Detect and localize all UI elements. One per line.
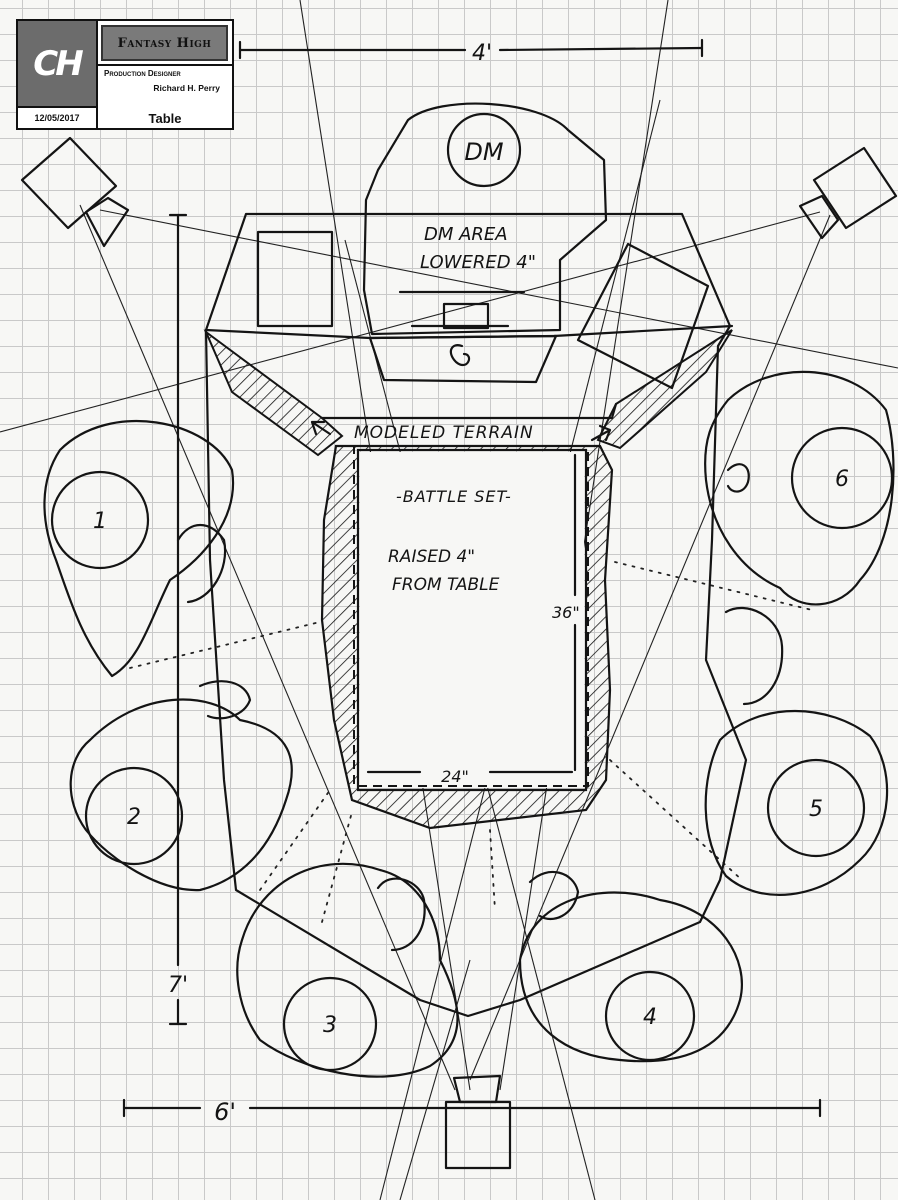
table-width-dimension: 6' bbox=[214, 1098, 236, 1126]
seat-1-label: 1 bbox=[93, 509, 107, 534]
studio-logo: CH bbox=[18, 21, 98, 108]
title-block-divider bbox=[96, 64, 232, 66]
camera-left bbox=[20, 136, 130, 248]
table-length-dimension: 7' bbox=[168, 973, 188, 998]
raised-label: RAISED 4" bbox=[388, 547, 475, 567]
show-title: Fantasy High bbox=[101, 25, 228, 61]
designer-name: Richard H. Perry bbox=[153, 83, 220, 93]
dm-label: DM bbox=[464, 138, 503, 166]
seat-2-label: 2 bbox=[127, 805, 141, 830]
camera-bottom bbox=[444, 1074, 512, 1170]
floor-marks bbox=[129, 561, 813, 923]
seat-4-label: 4 bbox=[643, 1005, 657, 1030]
dm-lowered-label: LOWERED 4" bbox=[420, 252, 536, 273]
sheet-name: Table bbox=[148, 110, 182, 126]
seat-4-cluster bbox=[518, 871, 743, 1063]
title-block: CH Fantasy High Production Designer Rich… bbox=[16, 19, 234, 130]
set-width-dimension: 24" bbox=[441, 767, 469, 786]
seat-6-cluster bbox=[704, 370, 895, 606]
seat-6-label: 6 bbox=[835, 467, 849, 492]
top-width-dimension: 4' bbox=[472, 41, 492, 66]
set-height-dimension: 36" bbox=[552, 603, 580, 622]
sheet-date: 12/05/2017 bbox=[34, 113, 80, 123]
dimension-bottom bbox=[122, 1098, 822, 1118]
dm-area-label: DM AREA bbox=[424, 224, 508, 245]
seat-3-cluster bbox=[236, 862, 459, 1078]
terrain-left-slope bbox=[203, 328, 344, 457]
seat-2-cluster bbox=[69, 680, 293, 892]
seat-5-label: 5 bbox=[809, 797, 823, 822]
terrain-right-slope bbox=[596, 329, 733, 450]
seat-3-label: 3 bbox=[323, 1013, 337, 1038]
designer-role: Production Designer bbox=[104, 69, 181, 78]
battle-set-label: -BATTLE SET- bbox=[396, 487, 512, 506]
dimension-top bbox=[238, 38, 704, 60]
seat-1-cluster bbox=[43, 420, 235, 678]
battle-set-inner bbox=[360, 452, 584, 788]
seat-5-cluster bbox=[704, 606, 889, 896]
battle-set-outline bbox=[353, 445, 589, 787]
terrain-border bbox=[320, 444, 614, 830]
from-table-label: FROM TABLE bbox=[392, 575, 500, 595]
title-block-divider bbox=[96, 108, 98, 128]
logo-text: CH bbox=[33, 43, 83, 84]
terrain-label: MODELED TERRAIN bbox=[354, 423, 534, 443]
set-dimension-marks bbox=[366, 453, 577, 774]
camera-right bbox=[798, 146, 898, 240]
dimension-left bbox=[168, 213, 188, 1026]
dm-area bbox=[256, 102, 710, 390]
